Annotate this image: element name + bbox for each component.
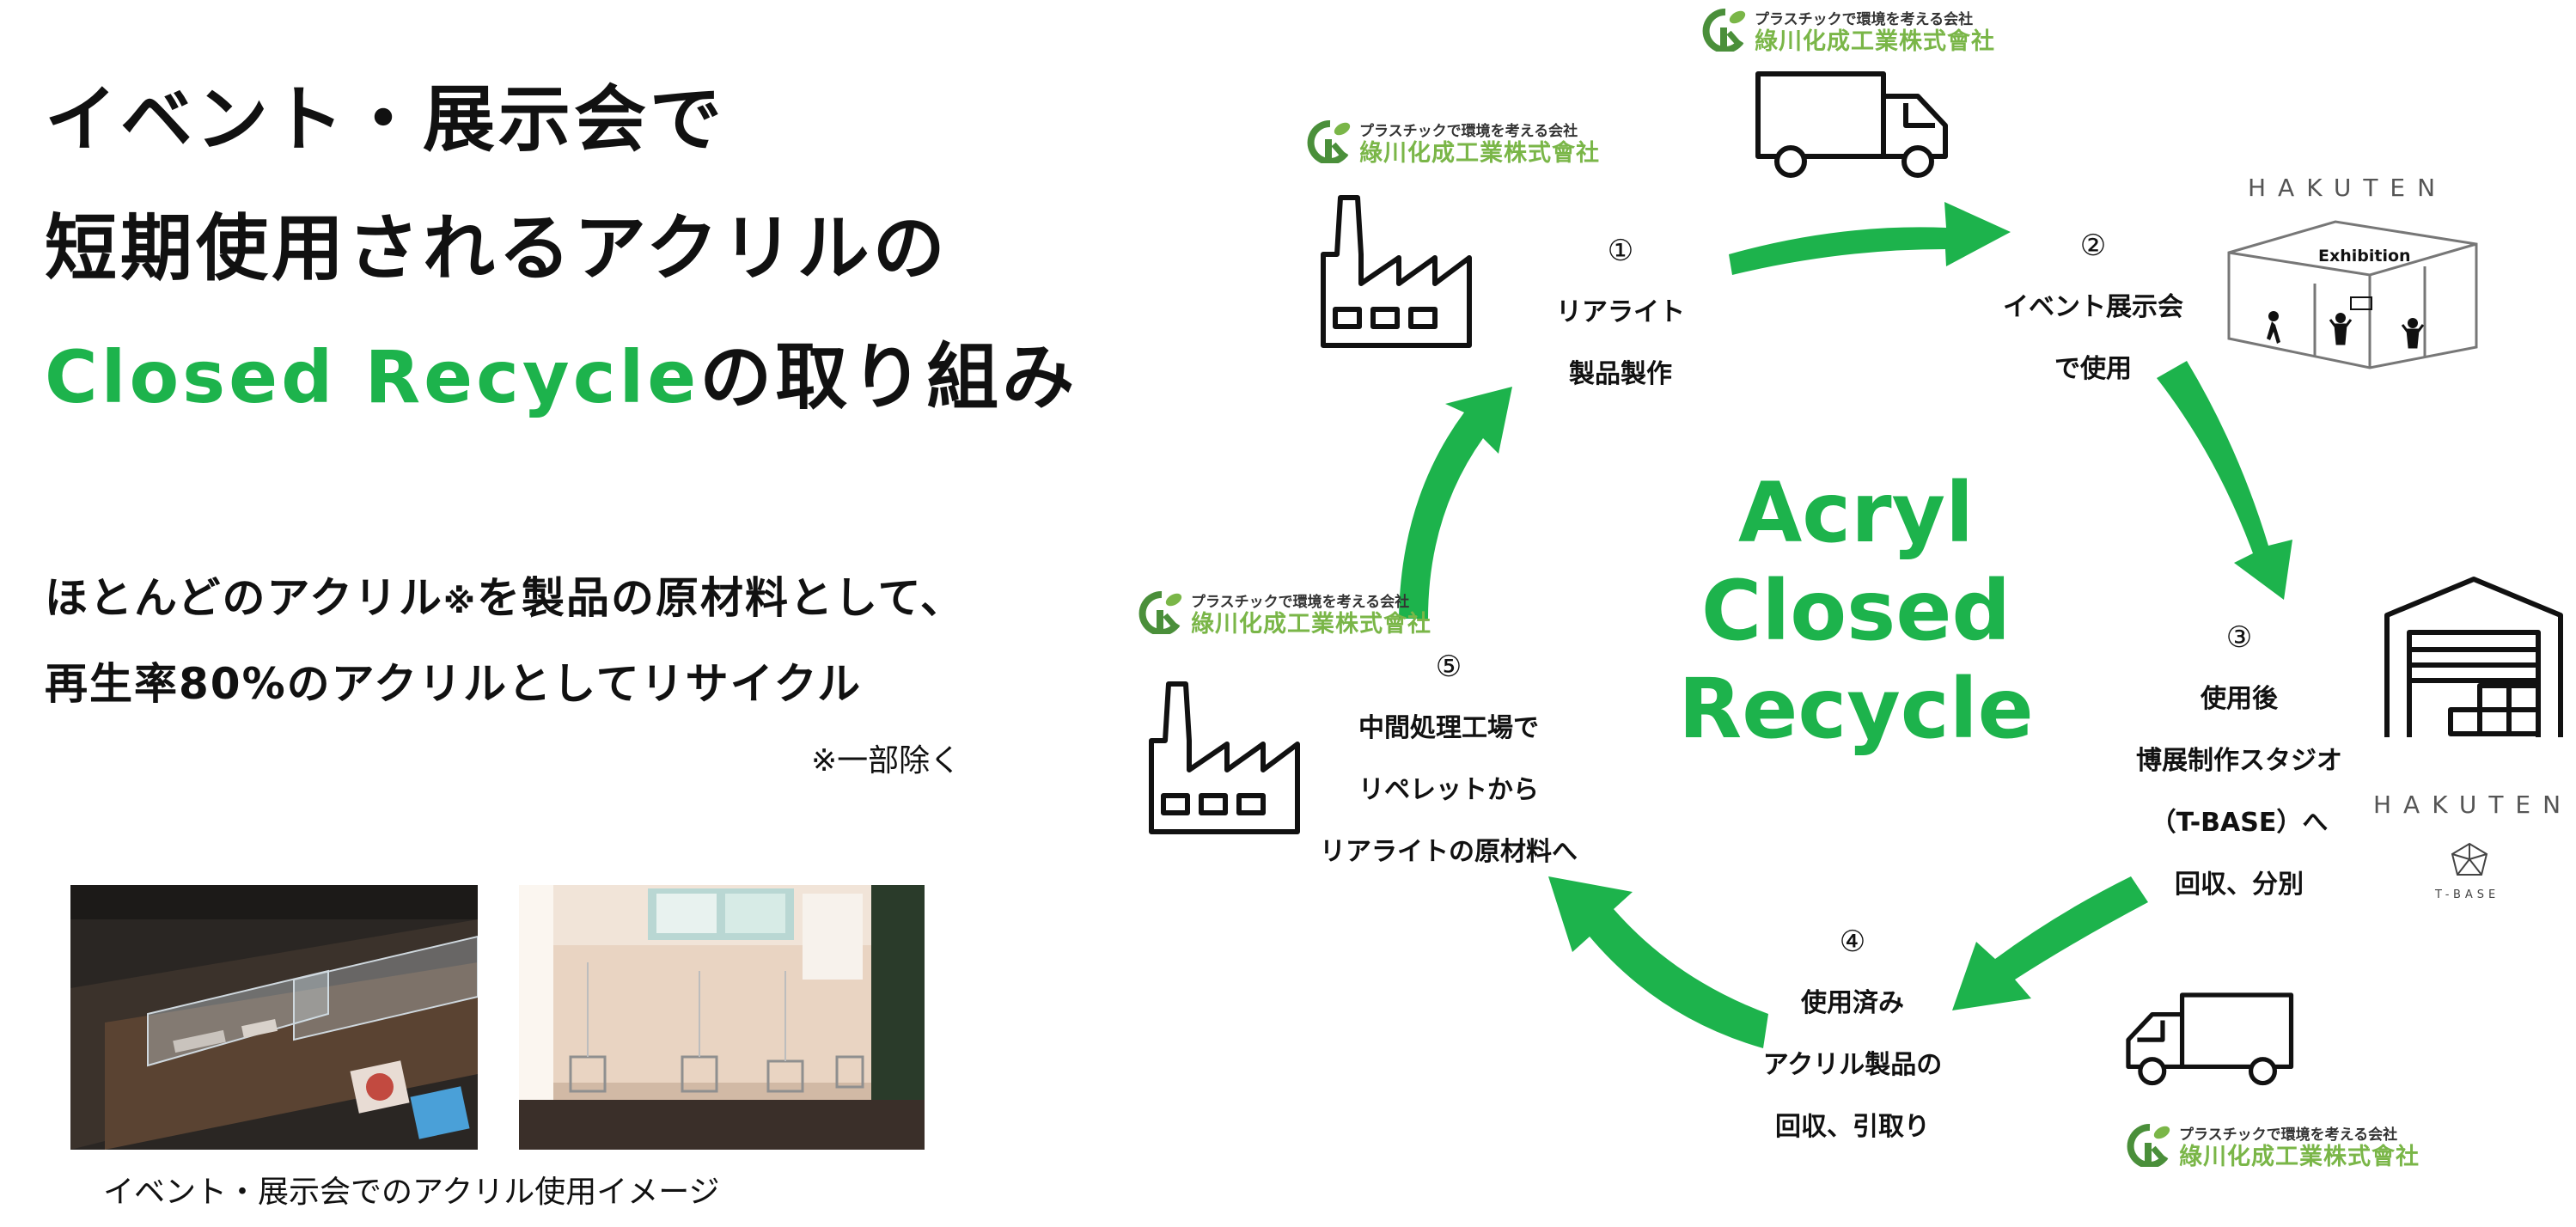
step-5-line-1: 中間処理工場で xyxy=(1358,713,1539,743)
step-5: ⑤ 中間処理工場で リペレットから リアライトの原材料へ xyxy=(1303,636,1595,883)
acrylic-display-photo xyxy=(70,885,478,1150)
factory-icon xyxy=(1321,195,1472,348)
step-3-line-2: 博展制作スタジオ xyxy=(2136,746,2342,776)
company-logo-icon xyxy=(1307,119,1351,163)
step-1: ① リアライト 製品製作 xyxy=(1517,220,1724,406)
step-3-line-1: 使用後 xyxy=(2201,684,2278,714)
company-name: 綠川化成工業株式會社 xyxy=(1191,611,1431,638)
step-3: ③ 使用後 博展制作スタジオ （T-BASE）へ 回収、分別 xyxy=(2102,607,2377,916)
body-line-1-post: を製品の原材料として、 xyxy=(476,573,965,623)
exhibition-booth-icon: Exhibition xyxy=(2227,220,2478,369)
step-2-number: ② xyxy=(2079,229,2107,263)
company-tagline: プラスチックで環境を考える会社 xyxy=(2179,1126,2398,1144)
title-green-text: Closed Recycle xyxy=(45,335,700,419)
step-3-number: ③ xyxy=(2225,620,2253,655)
center-title: Acryl Closed Recycle xyxy=(1658,464,2054,758)
center-title-line-1: Acryl xyxy=(1737,465,1975,561)
company-logo-icon xyxy=(1702,8,1746,52)
arrow-3-to-4 xyxy=(1952,876,2148,1010)
arrow-5-to-1 xyxy=(1399,387,1512,619)
truck-icon xyxy=(1755,71,1948,178)
step-1-line-2: 製品製作 xyxy=(1569,359,1672,389)
company-tagline: プラスチックで環境を考える会社 xyxy=(1755,11,1974,28)
step-4-line-1: 使用済み xyxy=(1801,988,1904,1018)
step-1-number: ① xyxy=(1607,234,1634,268)
tbase-logo-icon xyxy=(2451,842,2488,876)
body-line-2: 再生率80%のアクリルとしてリサイクル xyxy=(45,659,863,709)
step-5-line-3: リアライトの原材料へ xyxy=(1320,837,1578,867)
arrow-4-to-5 xyxy=(1548,876,1768,1048)
title-line-3: Closed Recycleの取り組み xyxy=(45,320,1077,424)
truck-icon xyxy=(2126,992,2294,1086)
center-title-line-2: Closed xyxy=(1700,563,2011,659)
company-logo-icon xyxy=(1138,590,1182,634)
body-line-1-pre: ほとんどのアクリル xyxy=(45,573,443,623)
hakuten-logo-top: HAKUTEN xyxy=(2248,174,2448,202)
arrow-1-to-2 xyxy=(1729,202,2011,275)
step-3-line-3: （T-BASE）へ xyxy=(2150,808,2329,838)
center-title-line-3: Recycle xyxy=(1678,661,2034,757)
step-5-number: ⑤ xyxy=(1435,650,1462,684)
company-name: 綠川化成工業株式會社 xyxy=(1359,140,1600,167)
exhibition-stage-photo xyxy=(519,885,925,1150)
step-5-line-2: リペレットから xyxy=(1358,775,1539,805)
company-tagline: プラスチックで環境を考える会社 xyxy=(1359,123,1578,140)
title-line-2: 短期使用されるアクリルの xyxy=(45,206,949,290)
factory-icon xyxy=(1149,681,1300,834)
step-4: ④ 使用済み アクリル製品の 回収、引取り xyxy=(1741,911,1964,1158)
exhibition-label: Exhibition xyxy=(2318,247,2411,266)
step-1-line-1: リアライト xyxy=(1556,297,1685,327)
company-tagline: プラスチックで環境を考える会社 xyxy=(1191,594,1410,611)
cycle-arrows xyxy=(1399,202,2292,1048)
step-2: ② イベント展示会 で使用 xyxy=(1981,215,2205,400)
hakuten-logo-bottom: HAKUTEN xyxy=(2373,791,2573,819)
warehouse-icon xyxy=(2384,577,2563,737)
title-line-1: イベント・展示会で xyxy=(45,77,726,162)
photo-caption: イベント・展示会でのアクリル使用イメージ xyxy=(103,1175,720,1210)
tbase-label: T-BASE xyxy=(2435,888,2500,901)
step-4-line-2: アクリル製品の xyxy=(1762,1050,1943,1080)
company-logo-icon xyxy=(2127,1123,2170,1167)
step-3-line-4: 回収、分別 xyxy=(2175,870,2304,900)
arrow-2-to-3 xyxy=(2157,361,2292,600)
company-name: 綠川化成工業株式會社 xyxy=(1755,28,1995,55)
company-name: 綠川化成工業株式會社 xyxy=(2179,1144,2420,1170)
step-4-number: ④ xyxy=(1839,925,1866,959)
footnote: ※一部除く xyxy=(811,743,961,778)
step-2-line-1: イベント展示会 xyxy=(2003,292,2183,322)
body-note-mark: ※ xyxy=(443,583,477,620)
title-rest-text: の取り組み xyxy=(699,335,1078,419)
body-line-1: ほとんどのアクリル※を製品の原材料として、 xyxy=(45,564,965,626)
step-2-line-2: で使用 xyxy=(2054,354,2132,384)
step-4-line-3: 回収、引取り xyxy=(1775,1112,1930,1142)
